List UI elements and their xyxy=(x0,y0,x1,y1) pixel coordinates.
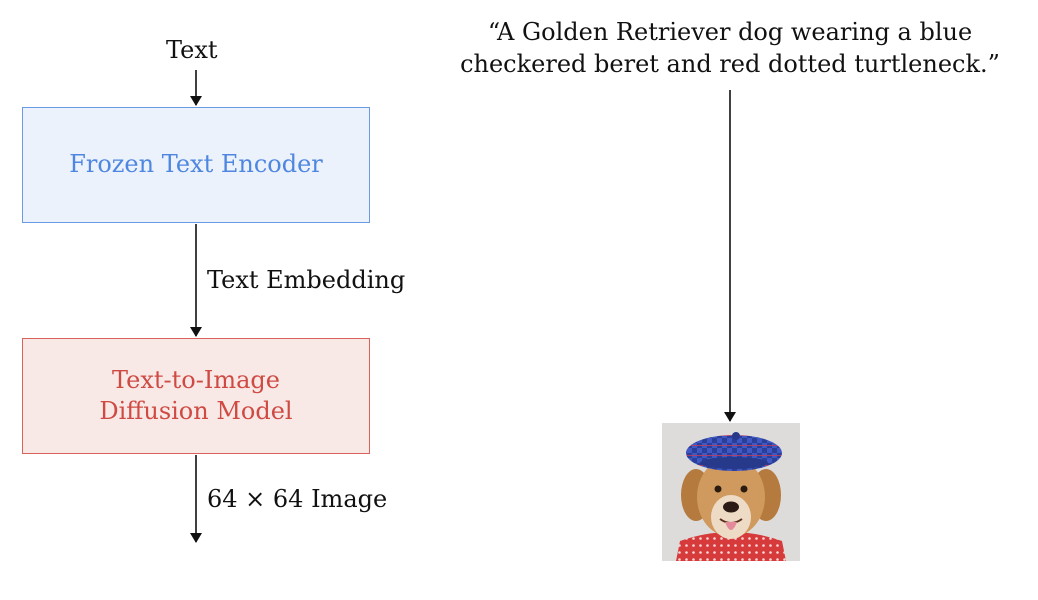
input-text-label: Text xyxy=(166,36,218,64)
prompt-line2: checkered beret and red dotted turtlenec… xyxy=(460,50,1000,79)
diffusion-label-line1: Text-to-Image xyxy=(112,365,280,394)
example-prompt: “A Golden Retriever dog wearing a blue c… xyxy=(400,16,1038,81)
golden-retriever-photo xyxy=(662,423,800,561)
prompt-line1: “A Golden Retriever dog wearing a blue xyxy=(487,18,973,46)
diffusion-model-box: Text-to-Image Diffusion Model xyxy=(22,338,370,454)
encoder-label: Frozen Text Encoder xyxy=(69,150,323,179)
text-embedding-label: Text Embedding xyxy=(207,266,406,294)
frozen-text-encoder-box: Frozen Text Encoder xyxy=(22,107,370,223)
diffusion-label-line2: Diffusion Model xyxy=(99,397,293,425)
output-image-label: 64 × 64 Image xyxy=(207,485,388,513)
